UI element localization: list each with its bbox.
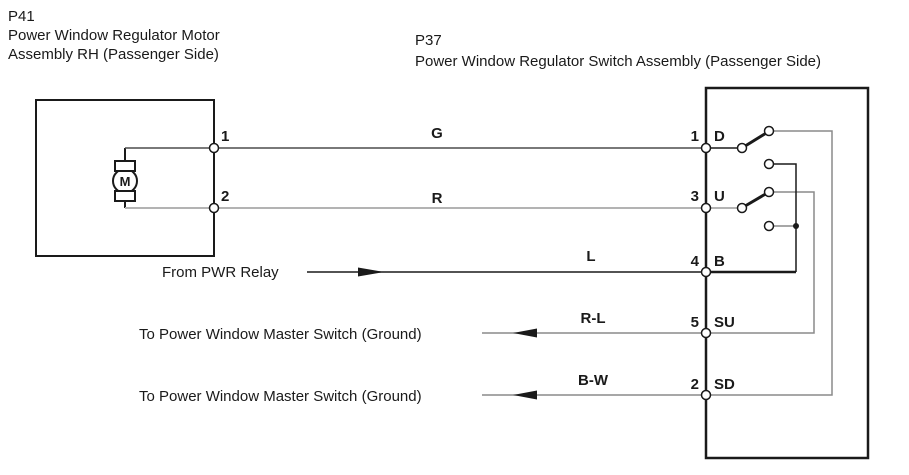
pin-left-1-number: 1 (221, 128, 229, 145)
switch-u-moving-contact (736, 202, 748, 214)
switch-d-moving-contact (736, 142, 748, 154)
switch-internal-run-sd (710, 130, 833, 396)
motor-brush-top (114, 160, 136, 172)
pin-right-u-name: U (714, 188, 725, 205)
pin-right-2-number: 2 (691, 376, 699, 393)
pin-left-2-number: 2 (221, 188, 229, 205)
component-name-p41-line1: Power Window Regulator Motor (8, 27, 220, 44)
component-name-p41-line2: Assembly RH (Passenger Side) (8, 46, 219, 63)
pin-right-5-su (700, 327, 712, 339)
component-name-p37: Power Window Regulator Switch Assembly (… (415, 53, 821, 70)
wire-label-rl: R-L (581, 310, 606, 327)
wire-label-bw: B-W (578, 372, 609, 389)
switch-d-lower-contact (763, 158, 775, 170)
motor-brush-bottom (114, 190, 136, 202)
pin-right-b-name: B (714, 253, 725, 270)
switch-u-upper-contact (763, 186, 775, 198)
pin-right-d-name: D (714, 128, 725, 145)
junction-dot (793, 223, 799, 229)
switch-u-lower-contact (763, 220, 775, 232)
motor-symbol-label: M (120, 174, 131, 189)
pin-right-sd-name: SD (714, 376, 735, 393)
flow-arrow-left-icon-su (513, 328, 537, 338)
pin-right-5-number: 5 (691, 314, 699, 331)
wire-label-l: L (586, 248, 595, 265)
flow-arrow-right-icon (358, 267, 384, 277)
switch-internal-run-b-vertical (773, 163, 797, 272)
switch-u-arm (745, 192, 767, 207)
wire-label-g: G (431, 125, 443, 142)
annotation-to-ground-1: To Power Window Master Switch (Ground) (139, 326, 422, 343)
pin-right-4-number: 4 (691, 253, 700, 270)
annotation-to-ground-2: To Power Window Master Switch (Ground) (139, 388, 422, 405)
pin-right-3-number: 3 (691, 188, 699, 205)
pin-right-3-u (700, 202, 712, 214)
component-code-p41: P41 (8, 8, 35, 25)
pin-right-su-name: SU (714, 314, 735, 331)
pin-right-1-d (700, 142, 712, 154)
annotation-from-pwr-relay: From PWR Relay (162, 264, 279, 281)
pin-left-1 (208, 142, 220, 154)
switch-d-arm (745, 132, 767, 147)
flow-arrow-left-icon-sd (513, 390, 537, 400)
switch-d-upper-contact (763, 125, 775, 137)
pin-left-2 (208, 202, 220, 214)
component-code-p37: P37 (415, 32, 442, 49)
pin-right-1-number: 1 (691, 128, 699, 145)
pin-right-2-sd (700, 389, 712, 401)
pin-right-4-b (700, 266, 712, 278)
wire-label-r: R (432, 190, 443, 207)
switch-internal-run-su (710, 191, 815, 334)
